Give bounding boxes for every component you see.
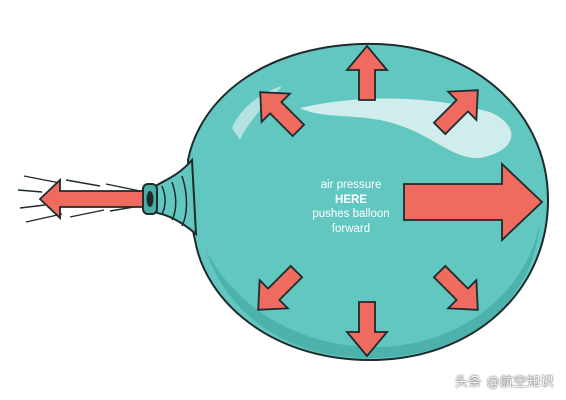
arrow-down-left — [257, 264, 304, 311]
arrow-right-forward — [403, 161, 544, 243]
arrow-up — [345, 44, 389, 101]
arrow-up-right — [432, 89, 479, 136]
arrow-left-exhaust — [38, 177, 144, 221]
air-streak — [105, 183, 141, 192]
air-streak — [65, 179, 101, 187]
air-streak — [23, 175, 61, 184]
neck-ridge — [181, 175, 188, 227]
pressure-arrows — [38, 44, 544, 358]
air-streak — [19, 204, 46, 209]
arrow-down — [345, 301, 389, 358]
nozzle-opening — [146, 191, 154, 207]
arrow-up-left — [259, 91, 306, 138]
balloon-neck — [151, 157, 198, 237]
neck-ridge — [161, 185, 166, 215]
air-streak — [17, 189, 43, 193]
neck-ridge — [171, 181, 177, 221]
watermark: 头条 @航空知识 — [454, 375, 554, 390]
arrow-down-right — [432, 264, 479, 311]
air-streak — [69, 209, 105, 218]
